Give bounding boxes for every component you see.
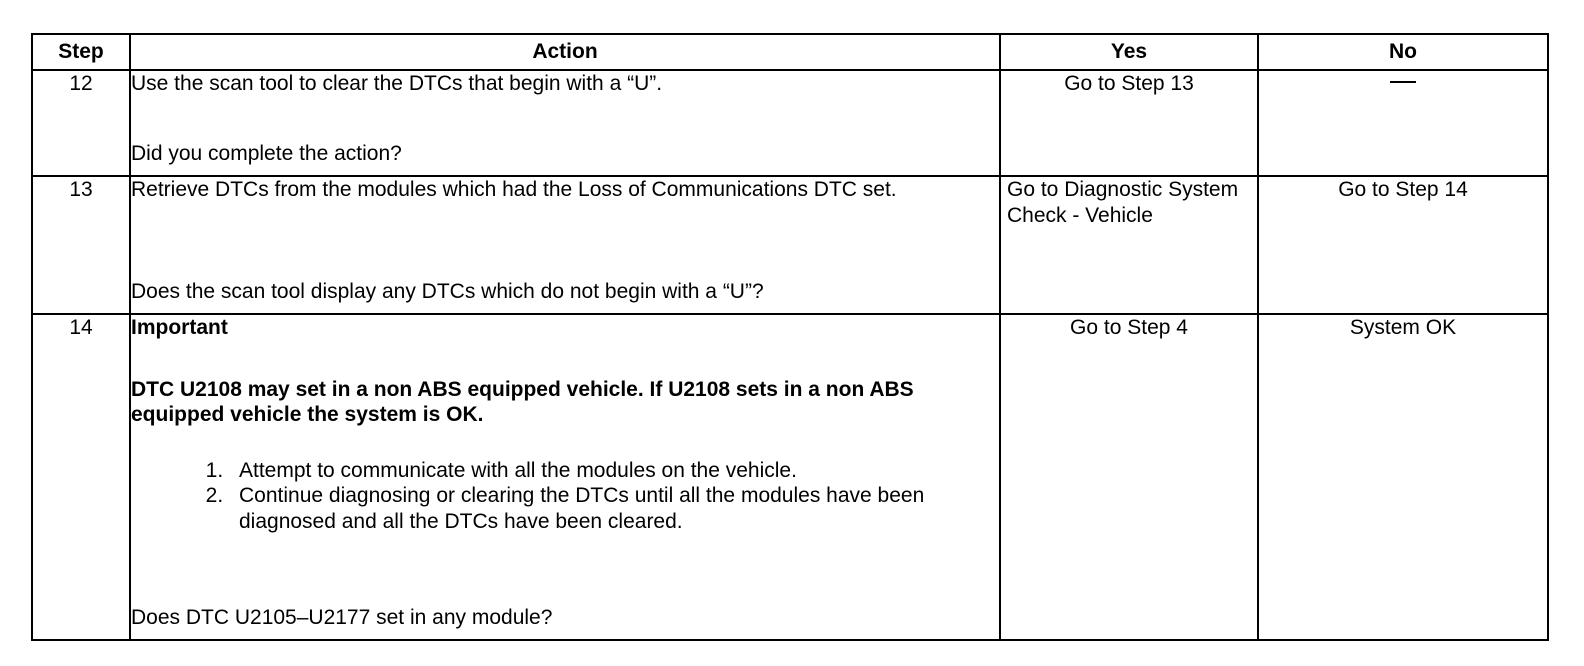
diagnostic-table: Step Action Yes No 12 Use the scan tool … [31,33,1549,641]
no-result: System OK [1257,313,1549,641]
header-yes: Yes [999,33,1259,71]
list-item: Continue diagnosing or clearing the DTCs… [229,483,999,534]
no-result: — [1257,69,1549,177]
list-item: Attempt to communicate with all the modu… [229,458,999,484]
yes-result: Go to Step 13 [999,69,1259,177]
important-heading: Important [131,316,228,339]
action-question: Does DTC U2105–U2177 set in any module? [131,606,553,630]
action-cell: Use the scan tool to clear the DTCs that… [129,69,1001,177]
table-row-step-14: 14 Important DTC U2108 may set in a non … [31,313,1549,641]
action-text: Retrieve DTCs from the modules which had… [131,178,897,201]
step-number: 14 [31,313,131,641]
action-question: Does the scan tool display any DTCs whic… [131,280,764,304]
action-cell: Important DTC U2108 may set in a non ABS… [129,313,1001,641]
yes-result: Go to Step 4 [999,313,1259,641]
action-text: Use the scan tool to clear the DTCs that… [131,72,663,95]
header-step: Step [31,33,131,71]
table-row-step-13: 13 Retrieve DTCs from the modules which … [31,175,1549,315]
step-number: 13 [31,175,131,315]
table-header-row: Step Action Yes No [31,33,1549,71]
header-action: Action [129,33,1001,71]
header-no: No [1257,33,1549,71]
procedure-list: Attempt to communicate with all the modu… [131,458,999,535]
no-result: Go to Step 14 [1257,175,1549,315]
yes-result: Go to Diagnostic System Check - Vehicle [999,175,1259,315]
action-cell: Retrieve DTCs from the modules which had… [129,175,1001,315]
important-text: DTC U2108 may set in a non ABS equipped … [131,377,914,427]
step-number: 12 [31,69,131,177]
action-question: Did you complete the action? [131,142,402,166]
em-dash [1390,81,1416,84]
table-row-step-12: 12 Use the scan tool to clear the DTCs t… [31,69,1549,177]
